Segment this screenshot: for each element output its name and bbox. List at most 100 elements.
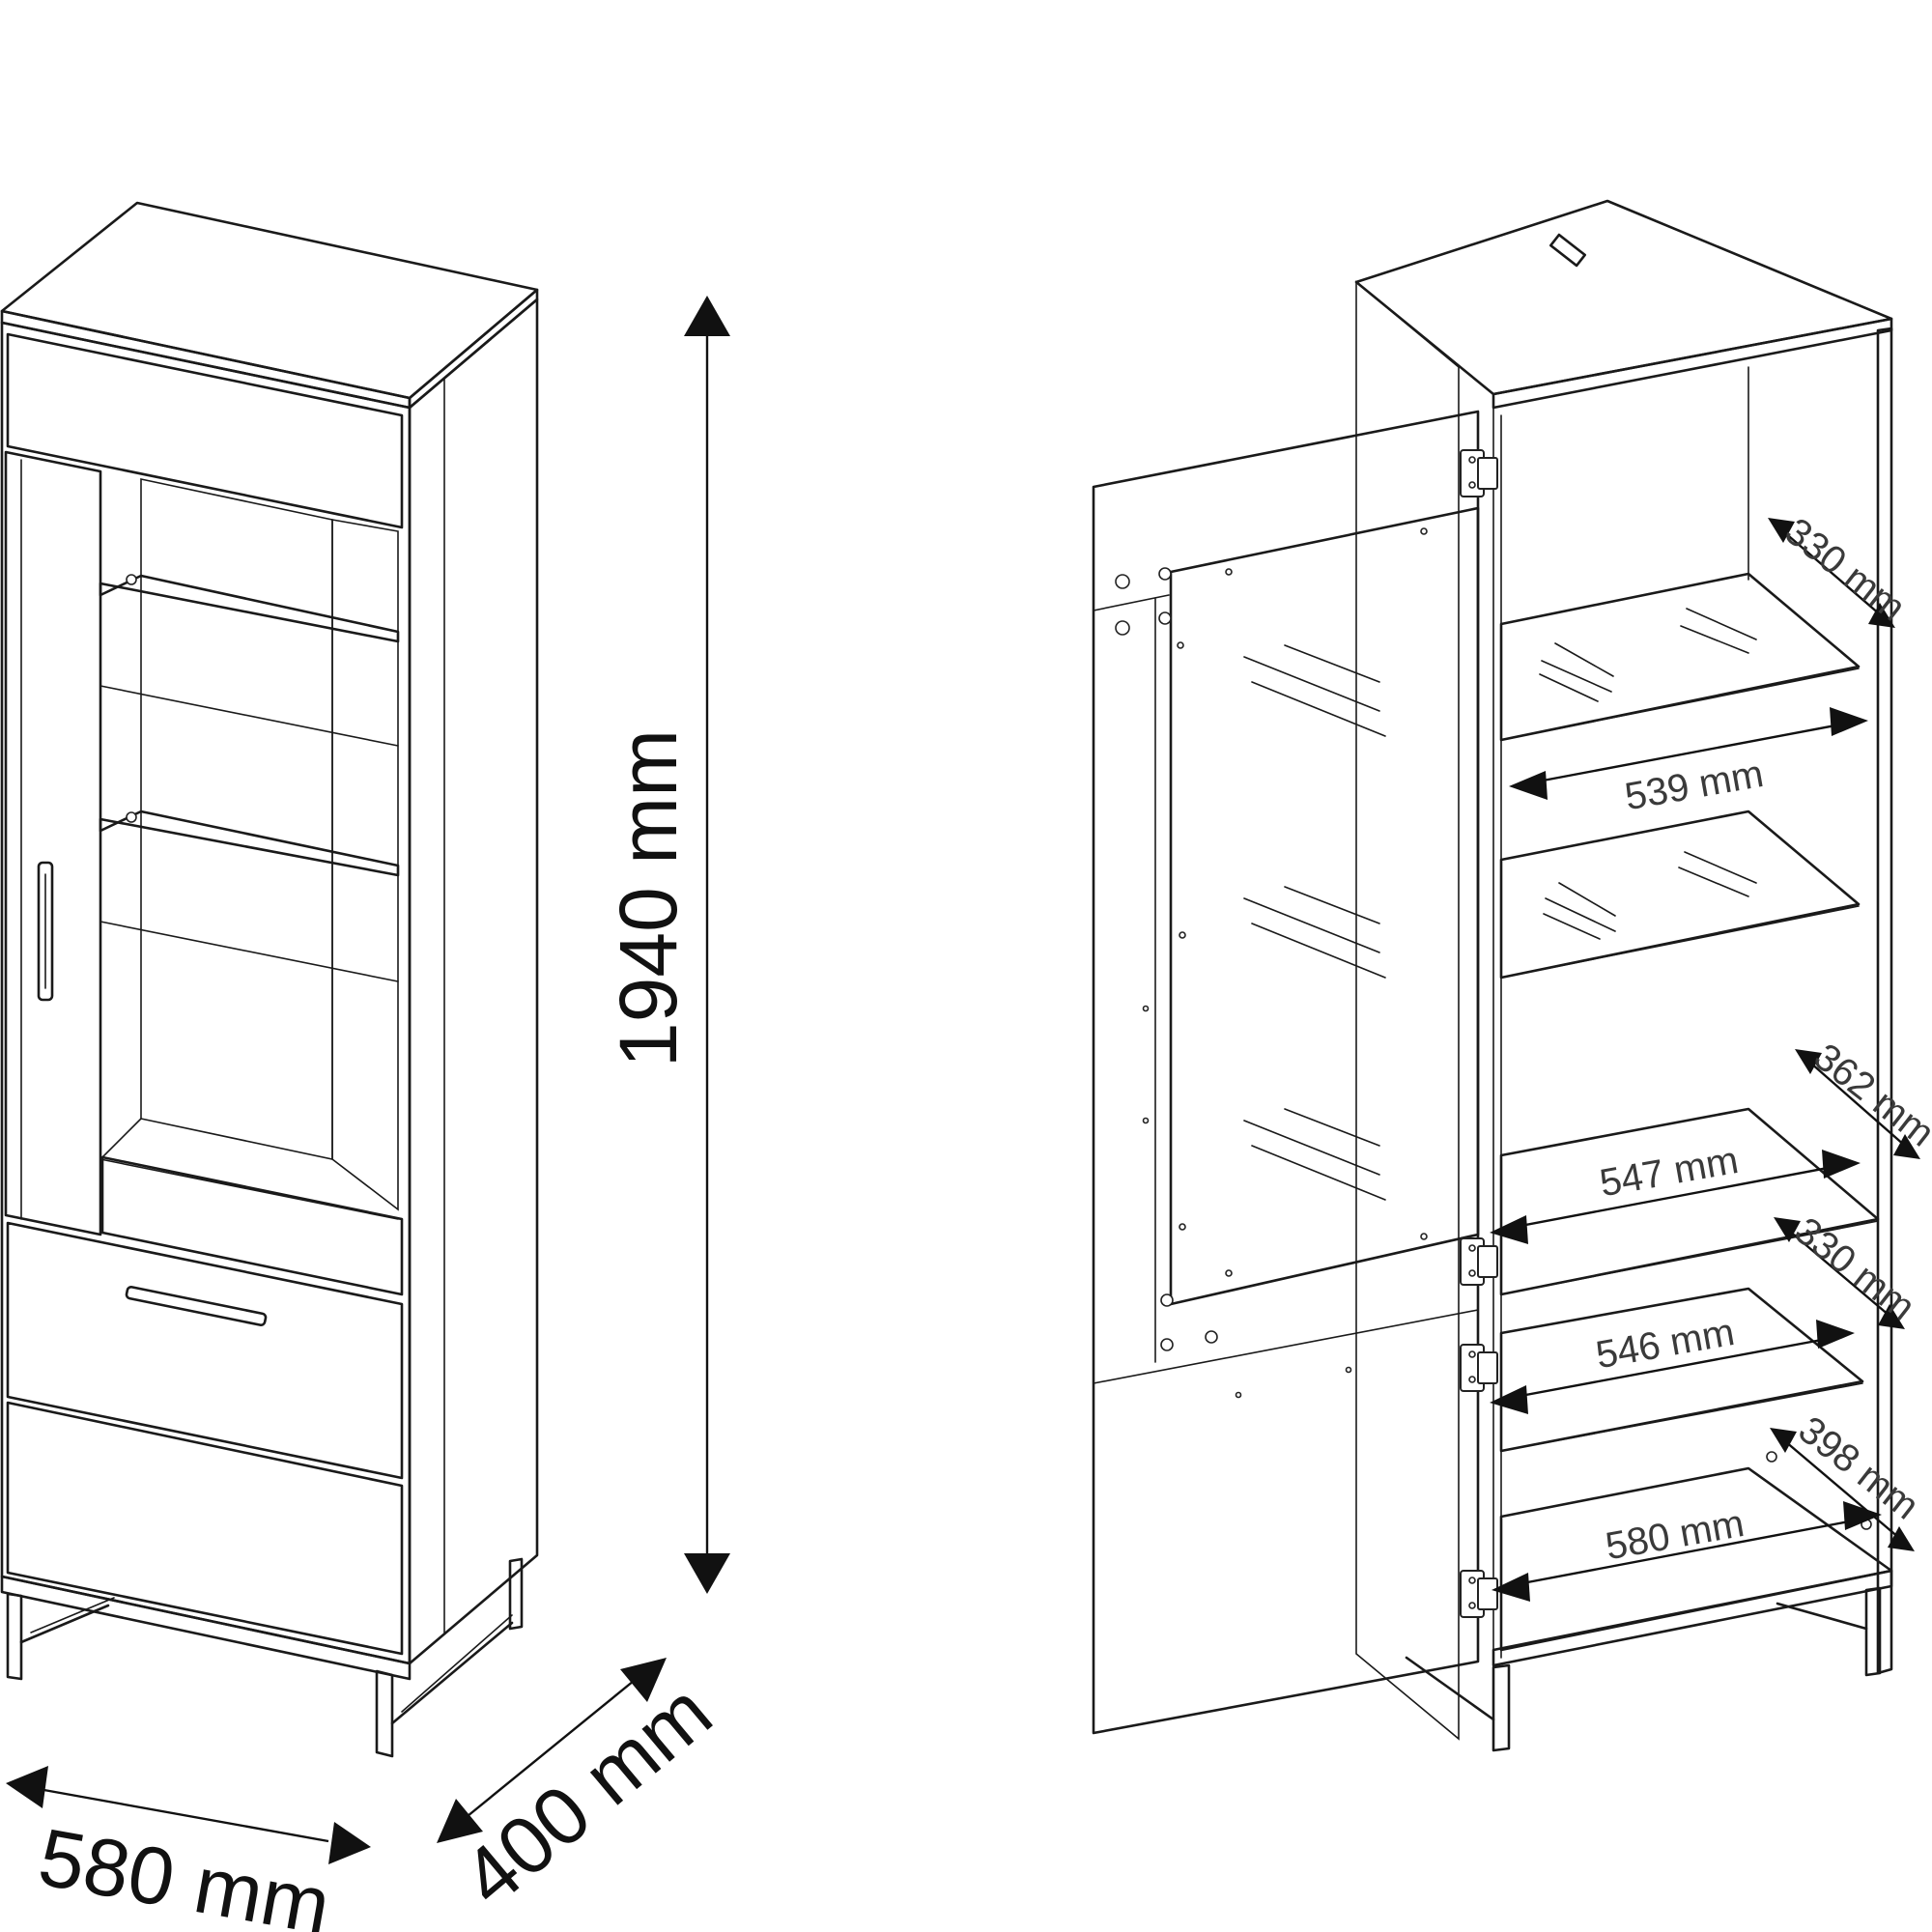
small-drawer-front bbox=[100, 1155, 404, 1296]
open-cabinet-top bbox=[1354, 199, 1893, 396]
leg-side-frame-left bbox=[19, 1604, 110, 1644]
open-door bbox=[1092, 410, 1480, 1735]
height-arrow-bottom-icon bbox=[684, 1553, 730, 1594]
depth-arrow-right-icon bbox=[620, 1658, 667, 1702]
dim-depth-middle-arrow-a-icon bbox=[1795, 1049, 1822, 1074]
hinge-middle-icon bbox=[1460, 1237, 1498, 1286]
door-pin-4 bbox=[1345, 1366, 1352, 1374]
glass-door bbox=[4, 450, 102, 1236]
dim-depth-top-label: 330 mm bbox=[1777, 510, 1914, 630]
dim-width-top-line bbox=[1521, 721, 1852, 786]
width-arrow-left-icon bbox=[6, 1766, 48, 1808]
open-cabinet-top-front bbox=[1492, 317, 1893, 410]
glass-clip-2 bbox=[1420, 527, 1428, 535]
hinges bbox=[1460, 449, 1498, 1618]
shelf-pin-2 bbox=[126, 811, 137, 823]
shelf-1-glare-icon bbox=[1539, 608, 1757, 702]
leg-front-right bbox=[375, 1669, 394, 1758]
glass-clip-3 bbox=[1177, 641, 1184, 649]
dim-width-bottom-arrow-a-icon bbox=[1492, 1573, 1530, 1602]
door-rail-bottom bbox=[1093, 1309, 1479, 1384]
dim-depth-top-arrow-a-icon bbox=[1768, 518, 1795, 543]
open-cabinet-left-side bbox=[1355, 280, 1460, 1741]
door-pin-2 bbox=[1142, 1117, 1150, 1124]
leg-frame-inner-left bbox=[30, 1597, 115, 1634]
door-handle-icon[interactable] bbox=[37, 861, 54, 1002]
door-hole-3 bbox=[1115, 620, 1130, 636]
dim-width-middle-arrow-a-icon bbox=[1490, 1215, 1528, 1244]
dim-width-lower-arrow-b-icon bbox=[1816, 1320, 1855, 1349]
glass-shelf-1-front bbox=[1500, 668, 1860, 741]
door-pin-3 bbox=[1235, 1391, 1242, 1399]
bottom-drawer-front bbox=[6, 1401, 404, 1656]
shelf-pin-1 bbox=[126, 574, 137, 585]
glass-clip-5 bbox=[1179, 1223, 1186, 1231]
door-hole-7 bbox=[1160, 1338, 1174, 1351]
fixed-shelf-front bbox=[1500, 1220, 1879, 1295]
depth-arrow-left-icon bbox=[437, 1799, 483, 1843]
glass-shelf-2-front bbox=[1500, 905, 1860, 979]
dim-depth-lower-arrow-b-icon bbox=[1878, 1304, 1905, 1329]
glass-shelf-2 bbox=[1499, 810, 1861, 980]
glass-clip-7 bbox=[1420, 1233, 1428, 1240]
width-label: 580 mm bbox=[32, 1811, 336, 1932]
dim-depth-middle-line bbox=[1809, 1062, 1906, 1147]
leg-front-left bbox=[6, 1592, 23, 1681]
dim-width-middle-line bbox=[1504, 1163, 1844, 1231]
shelf-hole-1 bbox=[1766, 1451, 1777, 1463]
dim-width-lower-label: 546 mm bbox=[1593, 1311, 1738, 1377]
dim-width-bottom-arrow-b-icon bbox=[1843, 1501, 1882, 1530]
glass-clip-1 bbox=[1225, 568, 1233, 576]
glass-clip-4 bbox=[1179, 931, 1186, 939]
base-rail bbox=[0, 1575, 412, 1681]
open-leg-frame-right bbox=[1776, 1602, 1868, 1631]
lower-shelf bbox=[1499, 1287, 1864, 1453]
dim-depth-lower-label: 330 mm bbox=[1787, 1209, 1923, 1329]
dim-depth-lower-line bbox=[1788, 1230, 1890, 1317]
door-glass-glare-icon bbox=[1243, 644, 1386, 1201]
height-dimension: 1940 mm bbox=[603, 296, 730, 1594]
hinge-top-icon bbox=[1460, 449, 1498, 497]
door-hole-4 bbox=[1158, 611, 1172, 625]
dim-depth-middle-label: 362 mm bbox=[1806, 1036, 1932, 1155]
niche-floor-edge bbox=[99, 1118, 142, 1160]
top-slot-icon bbox=[1548, 233, 1587, 268]
lower-shelf-front bbox=[1500, 1382, 1863, 1452]
door-rail-top bbox=[1093, 594, 1170, 611]
open-leg-right bbox=[1864, 1586, 1882, 1677]
open-cabinet-view bbox=[1354, 199, 1893, 1752]
height-arrow-top-icon bbox=[684, 296, 730, 336]
width-dimension-line bbox=[38, 1787, 329, 1843]
door-hole-2 bbox=[1158, 567, 1172, 581]
leg-side-frame-right bbox=[390, 1621, 514, 1725]
dim-depth-bottom-arrow-a-icon bbox=[1770, 1428, 1797, 1453]
interior-dimensions: 330 mm 539 mm 362 mm 547 mm 330 mm 546 m… bbox=[1490, 510, 1932, 1602]
dim-width-bottom-label: 580 mm bbox=[1603, 1502, 1747, 1568]
dim-depth-middle-arrow-b-icon bbox=[1893, 1134, 1920, 1159]
width-arrow-right-icon bbox=[328, 1822, 371, 1864]
door-glass-insert bbox=[1169, 506, 1480, 1306]
shelf-upper-front bbox=[99, 685, 399, 747]
dim-width-top-arrow-a-icon bbox=[1509, 771, 1548, 800]
open-leg-front bbox=[1492, 1663, 1511, 1752]
dim-width-middle-label: 547 mm bbox=[1597, 1139, 1742, 1205]
cabinet-bottom bbox=[1499, 1466, 1893, 1652]
niche-right-wall bbox=[331, 519, 399, 1211]
open-cabinet-right-side bbox=[1876, 327, 1893, 1675]
depth-dimension: 400 mm bbox=[437, 1658, 728, 1923]
flap-door bbox=[6, 1221, 404, 1480]
width-dimension: 580 mm bbox=[6, 1766, 371, 1932]
dim-width-top-arrow-b-icon bbox=[1830, 707, 1868, 736]
niche-shelf-upper bbox=[99, 574, 400, 643]
dim-width-lower-line bbox=[1504, 1335, 1838, 1401]
glass-clip-6 bbox=[1225, 1269, 1233, 1277]
door-hole-1 bbox=[1115, 574, 1130, 589]
depth-label: 400 mm bbox=[445, 1665, 728, 1923]
open-leg-frame bbox=[1405, 1656, 1495, 1721]
door-hole-6 bbox=[1205, 1330, 1218, 1344]
niche-shelf-middle bbox=[99, 810, 400, 877]
flap-handle-icon[interactable] bbox=[125, 1285, 268, 1327]
shelf-2-glare-icon bbox=[1543, 851, 1757, 940]
top-fascia-panel bbox=[6, 332, 404, 529]
